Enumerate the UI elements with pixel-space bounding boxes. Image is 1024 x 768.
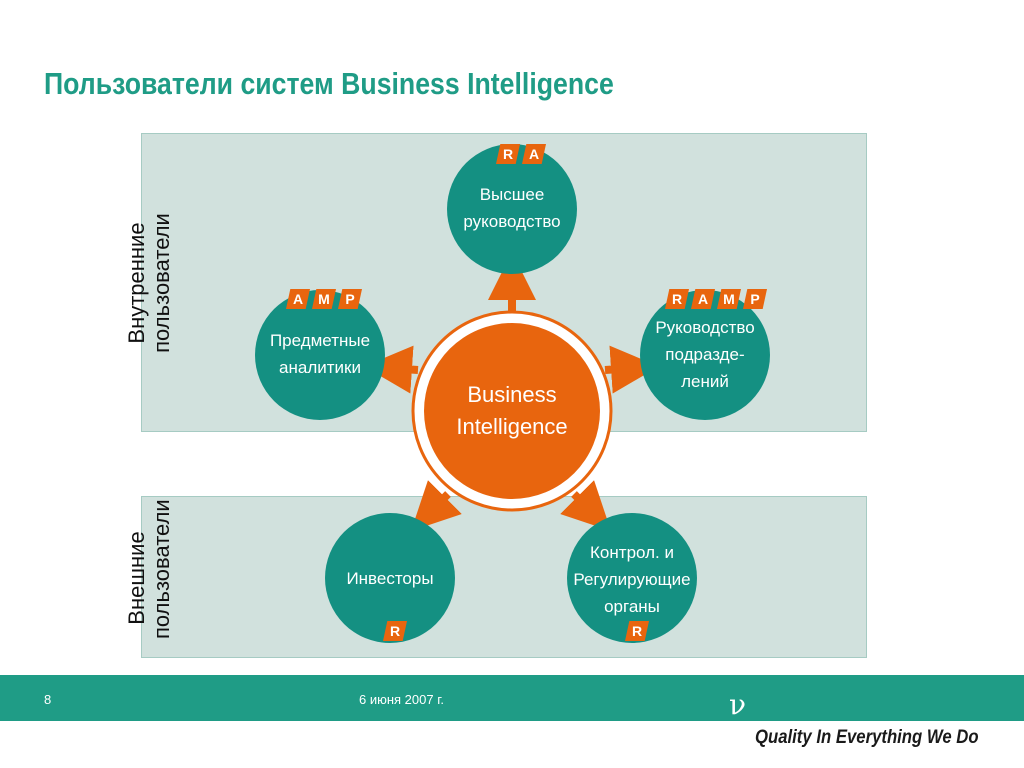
badges-investors: R xyxy=(383,621,407,641)
node-top-management xyxy=(447,144,577,274)
node-division-heads xyxy=(640,290,770,420)
badge: A xyxy=(286,289,310,309)
label-regulators: Контрол. и Регулирующие органы xyxy=(573,543,691,616)
arrow-to-division-heads xyxy=(604,345,659,394)
badges-division-heads: R A M P xyxy=(665,289,767,309)
footer-date: 6 июня 2007 г. xyxy=(359,692,444,707)
node-analysts xyxy=(255,290,385,420)
footer-bar xyxy=(0,675,1024,721)
label-investors: Инвесторы xyxy=(346,569,434,588)
label-analysts: Предметные аналитики xyxy=(269,331,371,377)
badge: A xyxy=(522,144,546,164)
arrow-to-investors xyxy=(411,480,462,531)
center-node xyxy=(424,323,600,499)
badge: R xyxy=(625,621,649,641)
badge: R xyxy=(496,144,520,164)
badge: R xyxy=(665,289,689,309)
center-label: Business Intelligence xyxy=(456,382,568,439)
badges-regulators: R xyxy=(625,621,649,641)
page-number: 8 xyxy=(44,692,52,707)
page-title: Пользователи систем Business Intelligenc… xyxy=(44,66,614,101)
node-investors xyxy=(325,513,455,643)
badge: M xyxy=(312,289,336,309)
external-users-panel xyxy=(141,496,867,658)
badges-analysts: A M P xyxy=(286,289,362,309)
arrow-to-regulators xyxy=(560,480,611,531)
badge: R xyxy=(383,621,407,641)
badge: P xyxy=(338,289,362,309)
label-top-management: Высшее руководство xyxy=(463,185,561,231)
badge: A xyxy=(691,289,715,309)
node-regulators xyxy=(567,513,697,643)
logo-nu-icon: ν xyxy=(729,688,747,721)
badge: M xyxy=(717,289,741,309)
badges-top-management: R A xyxy=(496,144,546,164)
badge: P xyxy=(743,289,767,309)
label-division-heads: Руководство подразде- лений xyxy=(655,318,755,391)
company-tagline: Quality In Everything We Do xyxy=(755,727,979,748)
